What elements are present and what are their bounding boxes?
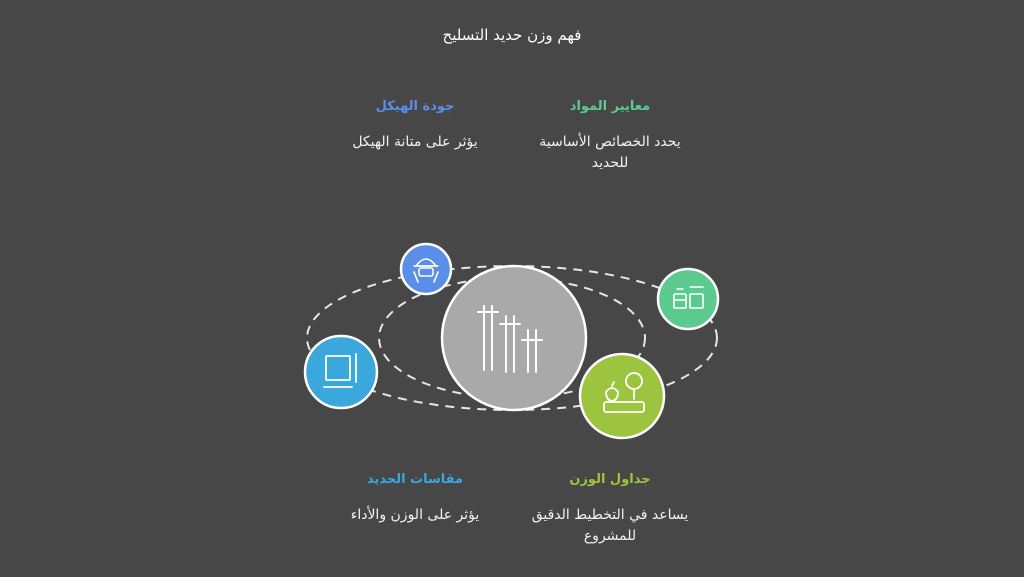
material-heading: معايير المواد — [569, 99, 651, 114]
material-description: يحدد الخصائص الأساسية للحديد — [539, 134, 681, 171]
structure-heading: جودة الهيكل — [375, 99, 455, 114]
material-standards-block: معايير المواد يحدد الخصائص الأساسية للحد… — [520, 99, 700, 174]
structure-description: يؤثر على متانة الهيكل — [352, 134, 478, 150]
rebar-icon — [477, 305, 543, 373]
weight-heading: جداول الوزن — [569, 472, 651, 487]
steel-sizes-block: مقاسات الحديد يؤثر على الوزن والأداء — [330, 472, 500, 526]
structure-quality-block: جودة الهيكل يؤثر على متانة الهيكل — [330, 99, 500, 153]
sizes-node — [303, 334, 379, 410]
structure-node — [399, 242, 453, 296]
scale-icon — [603, 372, 645, 413]
sizes-heading: مقاسات الحديد — [366, 472, 464, 487]
dimensions-icon — [323, 353, 357, 388]
materials-icon — [673, 286, 704, 309]
material-node — [656, 267, 720, 331]
weight-tables-block: جداول الوزن يساعد في التخطيط الدقيق للمش… — [520, 472, 700, 547]
worker-helmet-icon — [413, 258, 439, 283]
weight-description: يساعد في التخطيط الدقيق للمشروع — [531, 507, 689, 544]
sizes-description: يؤثر على الوزن والأداء — [350, 507, 480, 523]
center-node — [440, 264, 588, 412]
diagram-title: فهم وزن حديد التسليح — [442, 26, 582, 44]
weight-node — [578, 352, 666, 440]
